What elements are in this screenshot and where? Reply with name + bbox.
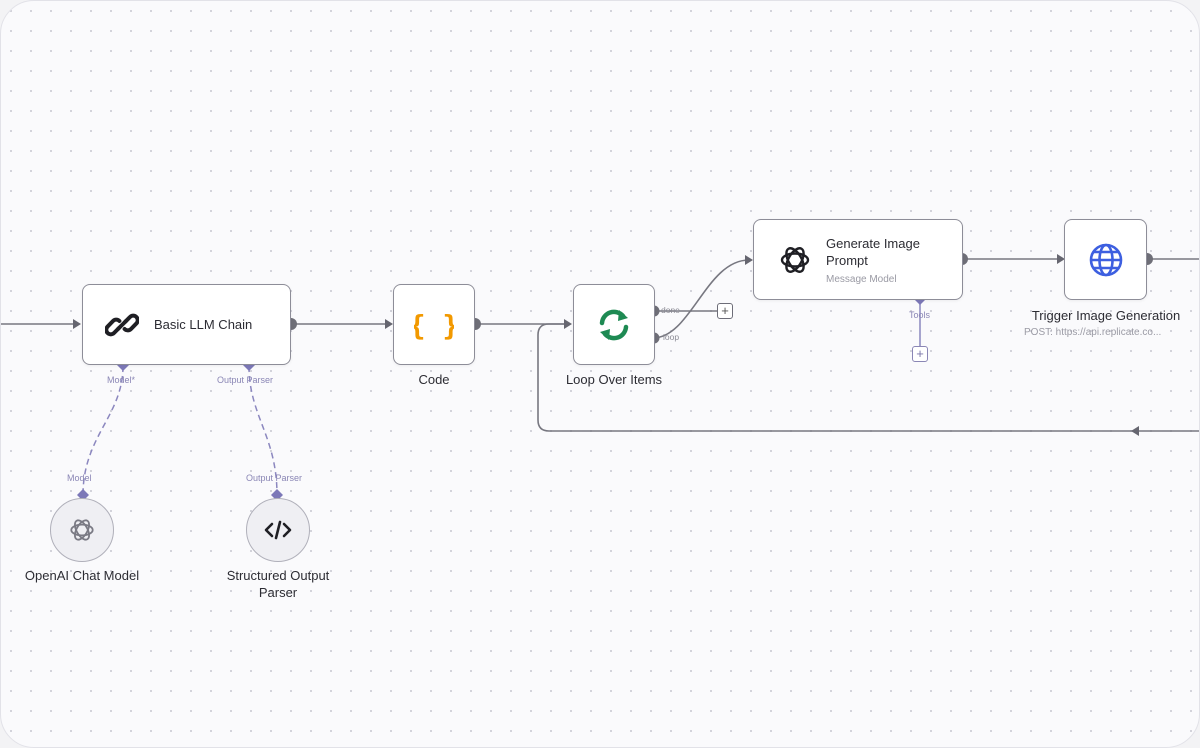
edge-parser-structured	[248, 365, 278, 496]
node-structured-output-parser[interactable]	[246, 498, 310, 562]
node-title: Basic LLM Chain	[154, 317, 253, 332]
add-tool-button[interactable]: +	[912, 346, 928, 362]
port-label-output-parser: Output Parser	[217, 375, 274, 385]
add-node-button[interactable]: +	[717, 303, 733, 319]
globe-icon	[1088, 242, 1124, 278]
edge-loop-back	[537, 323, 1199, 432]
port-label-model: Model*	[107, 375, 136, 385]
output-label-done: done	[661, 305, 680, 315]
svg-text:{ }: { }	[414, 309, 454, 342]
curly-braces-icon: { }	[414, 308, 454, 342]
node-label-loop: Loop Over Items	[565, 372, 663, 387]
node-label-trigger: Trigger Image Generation	[1031, 308, 1181, 323]
code-tag-icon	[264, 518, 292, 542]
node-basic-llm-chain[interactable]: Basic LLM Chain	[82, 284, 291, 365]
port-label-model-sub: Model	[67, 473, 92, 483]
node-sublabel-trigger: POST: https://api.replicate.co...	[1024, 327, 1162, 338]
node-label-openai-chat: OpenAI Chat Model	[24, 568, 140, 583]
node-loop-over-items[interactable]	[573, 284, 655, 365]
node-code[interactable]: { }	[393, 284, 475, 365]
edge-loop-generate	[652, 259, 750, 339]
openai-logo-icon	[778, 243, 812, 277]
output-label-loop: loop	[663, 332, 680, 342]
node-label-structured-parser: Structured Output Parser	[226, 568, 330, 600]
port-label-output-parser-sub: Output Parser	[246, 473, 303, 483]
node-label-code: Code	[418, 372, 450, 387]
link-icon	[105, 308, 139, 342]
node-generate-image-prompt[interactable]: Generate Image Prompt Message Model	[753, 219, 963, 300]
node-openai-chat-model[interactable]	[50, 498, 114, 562]
port-label-tools: Tools	[909, 310, 931, 320]
node-trigger-image-generation[interactable]	[1064, 219, 1147, 300]
node-subtitle: Message Model	[826, 273, 897, 285]
node-title: Generate Image Prompt	[826, 235, 920, 268]
refresh-icon	[595, 306, 633, 344]
edge-model-openai	[82, 365, 124, 496]
openai-logo-icon	[68, 516, 96, 544]
